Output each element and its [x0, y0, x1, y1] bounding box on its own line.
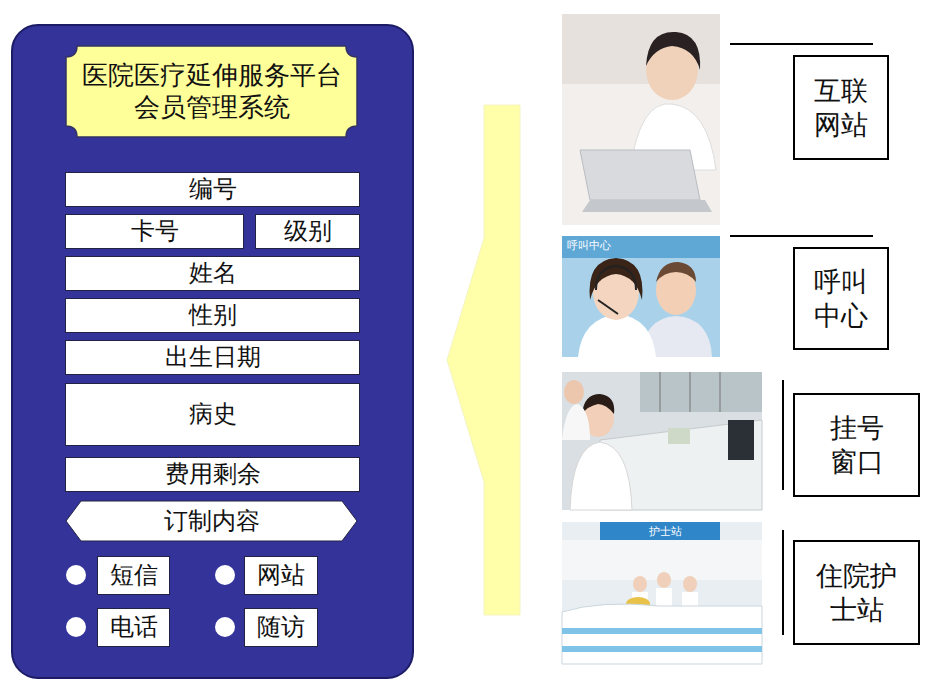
channel-box: 住院护 士站 — [793, 540, 920, 645]
leader-line — [730, 43, 873, 45]
node-text: 电话 — [110, 613, 158, 642]
section-header: 订制内容 — [65, 500, 358, 542]
photo-call-center — [562, 236, 720, 357]
node-text: 互联 网站 — [810, 74, 872, 142]
option-dot — [66, 565, 86, 585]
node-text: 级别 — [284, 217, 332, 246]
option-dot — [215, 565, 235, 585]
channel-box: 挂号 窗口 — [793, 393, 920, 497]
node-text: 网站 — [257, 561, 305, 590]
photo-caption: 护士站 — [647, 524, 684, 539]
field-box: 性别 — [65, 298, 360, 333]
leader-line — [782, 530, 784, 635]
option-box: 短信 — [97, 556, 170, 595]
channel-box: 呼叫 中心 — [793, 247, 889, 350]
node-text: 随访 — [257, 613, 305, 642]
node-text: 订制内容 — [164, 507, 260, 536]
photo-caption: 呼叫中心 — [565, 238, 613, 253]
field-box: 卡号 — [65, 214, 244, 249]
leader-line — [782, 380, 784, 490]
channel-box: 互联 网站 — [793, 55, 889, 160]
node-text: 住院护 士站 — [812, 559, 901, 627]
photo-internet — [562, 14, 720, 225]
system-panel — [12, 25, 413, 678]
flow-arrow — [447, 105, 520, 615]
option-dot — [215, 617, 235, 637]
node-text: 出生日期 — [165, 343, 261, 372]
leader-line — [730, 235, 873, 237]
title-banner: 医院医疗延伸服务平台 会员管理系统 — [65, 45, 358, 138]
field-box: 费用剩余 — [65, 457, 360, 492]
field-box: 出生日期 — [65, 340, 360, 375]
field-box: 编号 — [65, 172, 360, 207]
node-text: 医院医疗延伸服务平台 会员管理系统 — [75, 60, 348, 122]
node-text: 卡号 — [131, 217, 179, 246]
photo-nurse-station — [562, 522, 762, 664]
field-box: 病史 — [65, 383, 360, 446]
option-box: 随访 — [244, 608, 318, 647]
field-box: 姓名 — [65, 256, 360, 291]
field-box: 级别 — [255, 214, 360, 249]
node-text: 姓名 — [189, 259, 237, 288]
node-text: 费用剩余 — [165, 460, 261, 489]
node-text: 短信 — [110, 561, 158, 590]
node-text: 病史 — [189, 400, 237, 429]
node-text: 挂号 窗口 — [825, 411, 887, 479]
node-text: 呼叫 中心 — [810, 265, 872, 333]
option-box: 网站 — [244, 556, 318, 595]
node-text: 性别 — [189, 301, 237, 330]
option-dot — [66, 617, 86, 637]
photo-registration — [562, 372, 762, 510]
option-box: 电话 — [97, 608, 170, 647]
node-text: 编号 — [189, 175, 237, 204]
